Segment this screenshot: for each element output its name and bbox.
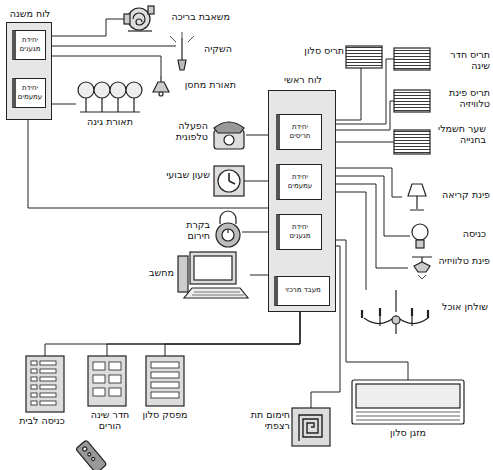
wire-connector bbox=[46, 46, 177, 47]
device-icon: שולחן אוכל bbox=[356, 290, 436, 338]
device-label: כניסה לבית bbox=[14, 416, 70, 427]
device-icon: חימום תת רצפתי bbox=[292, 408, 330, 446]
panel-unit: יחידת עמעמים bbox=[276, 164, 322, 200]
device-icon: תריס חדר שינה bbox=[394, 48, 430, 70]
panel-unit: מעבד מרכזי bbox=[274, 276, 330, 306]
control-panel: לוח ראשייחידת תריסיםיחידת עמעמיםיחידת מג… bbox=[268, 90, 336, 312]
device-label: פינת טלוויזיה bbox=[436, 256, 490, 267]
device-label: לוח ראשי bbox=[263, 75, 343, 86]
device-label: מפסק סלון bbox=[138, 410, 192, 421]
unit-label: יחידת עמעמים bbox=[282, 173, 319, 189]
device-icon: בקרת חירום bbox=[214, 216, 242, 248]
device-label: תריס סלון bbox=[296, 46, 344, 57]
unit-label: יחידת מגענים bbox=[18, 36, 43, 52]
device-label: פינת קריאה bbox=[436, 190, 490, 201]
unit-label: יחידת עמעמים bbox=[18, 84, 43, 100]
device-icon: פינת קריאה bbox=[402, 182, 430, 212]
wire-connector bbox=[244, 181, 268, 182]
wire-connector bbox=[242, 232, 268, 233]
wire-connector bbox=[28, 120, 268, 208]
device-label: תריס פינת טלוויזיה bbox=[436, 88, 490, 110]
device-label: שעון שבועי bbox=[166, 170, 210, 181]
device-label: תאורת מחסן bbox=[176, 80, 236, 91]
wire-connector bbox=[165, 312, 300, 356]
wire-connector bbox=[46, 19, 125, 36]
device-icon: תאורת מחסן bbox=[150, 76, 172, 96]
device-label: חימום תת רצפתי bbox=[244, 410, 290, 432]
wire-connector bbox=[246, 135, 268, 136]
device-label: כניסה bbox=[436, 229, 486, 240]
device-label: השקיה bbox=[192, 44, 232, 55]
device-icon: מפסק סלון bbox=[146, 356, 184, 406]
panel-unit: יחידת מגענים bbox=[276, 214, 322, 250]
device-label: שער חשמלי בחנייה bbox=[436, 124, 486, 146]
unit-label: יחידת מגענים bbox=[282, 223, 319, 239]
device-icon: פינת טלוויזיה bbox=[408, 255, 434, 281]
device-label: שולחן אוכל bbox=[440, 302, 488, 313]
device-label: תריס חדר שינה bbox=[436, 50, 490, 72]
device-icon: שער חשמלי בחנייה bbox=[394, 130, 430, 154]
device-icon: כניסה bbox=[410, 222, 430, 250]
device-label: הפעלה טלפונית bbox=[156, 121, 208, 143]
wire-connector bbox=[46, 56, 162, 76]
wire-connector bbox=[107, 312, 300, 356]
device-label: לוח משנה bbox=[5, 9, 55, 20]
device-icon: השקיה bbox=[176, 36, 188, 70]
unit-label: יחידת תריסים bbox=[282, 123, 319, 139]
device-icon: תריס סלון bbox=[346, 46, 382, 68]
device-icon: משאבת בריכה bbox=[124, 6, 154, 32]
device-label: מחשב bbox=[136, 268, 174, 279]
wire-connector bbox=[250, 275, 268, 276]
device-icon: תאורת גינה bbox=[76, 80, 144, 114]
panel-unit: יחידת תריסים bbox=[276, 114, 322, 150]
device-label: מזגן סלון bbox=[352, 428, 464, 439]
device-icon: תריס פינת טלוויזיה bbox=[394, 90, 430, 112]
device-label: חדר שינה הורים bbox=[82, 410, 138, 432]
panel-unit: יחידת עמעמים bbox=[12, 78, 46, 108]
device-label: תאורת גינה bbox=[74, 117, 146, 128]
device-label: בקרת חירום bbox=[164, 220, 210, 242]
device-icon: כניסה לבית bbox=[26, 356, 64, 412]
device-icon: שעון שבועי bbox=[214, 166, 244, 196]
device-icon: מזגן סלון bbox=[352, 380, 464, 424]
unit-label: מעבד מרכזי bbox=[285, 286, 321, 294]
wire-connector bbox=[45, 312, 300, 356]
device-icon: מחשב bbox=[176, 252, 250, 298]
control-panel: לוח משנהיחידת מגעניםיחידת עמעמים bbox=[6, 22, 52, 120]
panel-unit: יחידת מגענים bbox=[12, 30, 46, 60]
device-icon: חדר שינה הורים bbox=[88, 356, 126, 406]
device-label: משאבת בריכה bbox=[158, 12, 230, 23]
device-icon: הפעלה טלפונית bbox=[212, 120, 246, 150]
